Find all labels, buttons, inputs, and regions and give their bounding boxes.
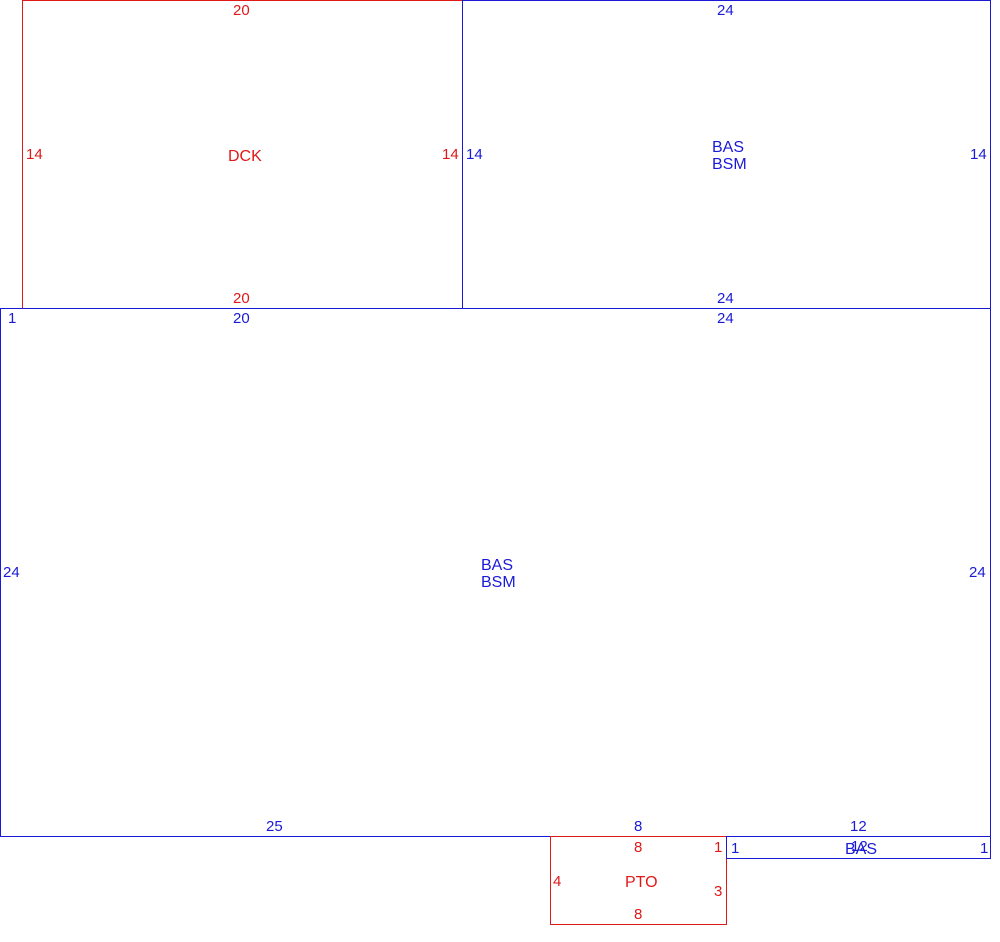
main-basement-bottom-right-dimension: 12 — [850, 818, 867, 835]
upper-basement-right-dimension: 14 — [970, 146, 987, 163]
upper-basement-left-dimension: 14 — [466, 146, 483, 163]
porch-code-label: PTO — [625, 874, 658, 891]
deck-top-dimension: 20 — [233, 2, 250, 19]
upper-basement-code-bsm: BSM — [712, 156, 747, 173]
porch-corner-dimension: 1 — [714, 839, 723, 856]
main-basement-code-bsm: BSM — [481, 574, 516, 591]
deck-code-label: DCK — [228, 148, 262, 165]
strip-top-dimension: 12 — [851, 838, 868, 855]
strip-right-dimension: 1 — [980, 840, 989, 857]
deck-right-dimension: 14 — [442, 146, 459, 163]
main-basement-top-left-dimension: 20 — [233, 310, 250, 327]
main-basement-code-bas: BAS — [481, 557, 514, 574]
main-basement-corner-dimension: 1 — [8, 310, 17, 327]
upper-basement-bottom-dimension: 24 — [717, 290, 734, 307]
upper-basement-top-dimension: 24 — [717, 2, 734, 19]
main-basement-area — [0, 308, 991, 837]
porch-area — [550, 836, 727, 925]
porch-right-dimension: 3 — [714, 883, 723, 900]
main-basement-top-right-dimension: 24 — [717, 310, 734, 327]
porch-bottom-dimension: 8 — [634, 906, 643, 923]
strip-code-label: BAS — [845, 841, 878, 858]
porch-left-dimension: 4 — [553, 873, 562, 890]
main-basement-bottom-left-dimension: 25 — [266, 818, 283, 835]
strip-left-dimension: 1 — [731, 840, 740, 857]
main-basement-left-dimension: 24 — [3, 564, 20, 581]
main-basement-right-dimension: 24 — [969, 564, 986, 581]
main-basement-bottom-mid-dimension: 8 — [634, 818, 643, 835]
upper-basement-code-bas: BAS — [712, 139, 745, 156]
deck-bottom-dimension: 20 — [233, 290, 250, 307]
strip-area — [726, 836, 991, 859]
deck-left-dimension: 14 — [26, 146, 43, 163]
porch-top-dimension: 8 — [634, 839, 643, 856]
